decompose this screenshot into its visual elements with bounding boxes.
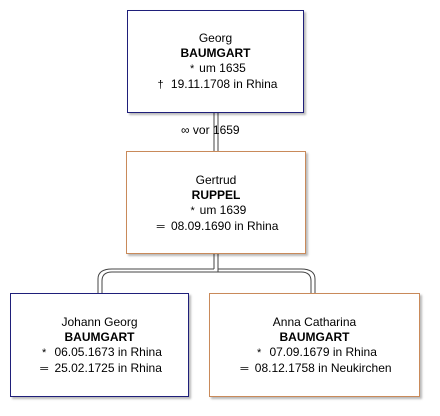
burial-icon: ═: [240, 363, 249, 375]
surname: RUPPEL: [191, 188, 241, 202]
birth-line: * 06.05.1673 in Rhina: [11, 345, 188, 361]
birth-line: * 07.09.1679 in Rhina: [210, 345, 419, 361]
given-name: Johann Georg: [61, 315, 138, 329]
burial-line: ═ 25.02.1725 in Rhina: [11, 361, 188, 377]
death-line: † 19.11.1708 in Rhina: [128, 77, 303, 93]
birth-icon: *: [190, 205, 195, 217]
birth-line: * um 1635: [128, 61, 303, 77]
burial-icon: ═: [40, 363, 48, 375]
given-name: Gertrud: [195, 173, 237, 187]
surname: BAUMGART: [64, 330, 135, 344]
burial-line: ═ 08.12.1758 in Neukirchen: [210, 361, 419, 377]
given-name: Anna Catharina: [272, 315, 357, 329]
surname: BAUMGART: [279, 330, 350, 344]
birth-icon: *: [190, 63, 195, 75]
birth-date: um 1635: [199, 61, 246, 75]
death-date: 19.11.1708 in Rhina: [170, 77, 278, 91]
person-card-mother[interactable]: Gertrud RUPPEL * um 1639 ═ 08.09.1690 in …: [126, 151, 306, 254]
burial-line: ═ 08.09.1690 in Rhina: [127, 219, 305, 235]
birth-date: 07.09.1679 in Rhina: [269, 345, 377, 359]
marriage-icon: ∞: [181, 123, 190, 137]
birth-icon: *: [256, 347, 262, 359]
birth-icon: *: [41, 347, 47, 359]
burial-icon: ═: [156, 221, 165, 233]
surname: BAUMGART: [180, 46, 251, 60]
birth-date: 06.05.1673 in Rhina: [54, 345, 162, 359]
burial-date: 08.09.1690 in Rhina: [170, 219, 279, 233]
burial-date: 08.12.1758 in Neukirchen: [254, 361, 392, 375]
marriage-date: vor 1659: [192, 123, 240, 137]
person-card-father[interactable]: Georg BAUMGART * um 1635 † 19.11.1708 in …: [127, 10, 304, 113]
marriage-label: ∞ vor 1659: [181, 123, 240, 138]
burial-date: 25.02.1725 in Rhina: [54, 361, 162, 375]
death-icon: †: [157, 79, 164, 91]
given-name: Georg: [198, 31, 233, 45]
birth-line: * um 1639: [127, 203, 305, 219]
birth-date: um 1639: [199, 203, 247, 217]
person-card-child-1[interactable]: Johann Georg BAUMGART * 06.05.1673 in Rh…: [10, 293, 189, 397]
person-card-child-2[interactable]: Anna Catharina BAUMGART * 07.09.1679 in …: [209, 293, 420, 397]
